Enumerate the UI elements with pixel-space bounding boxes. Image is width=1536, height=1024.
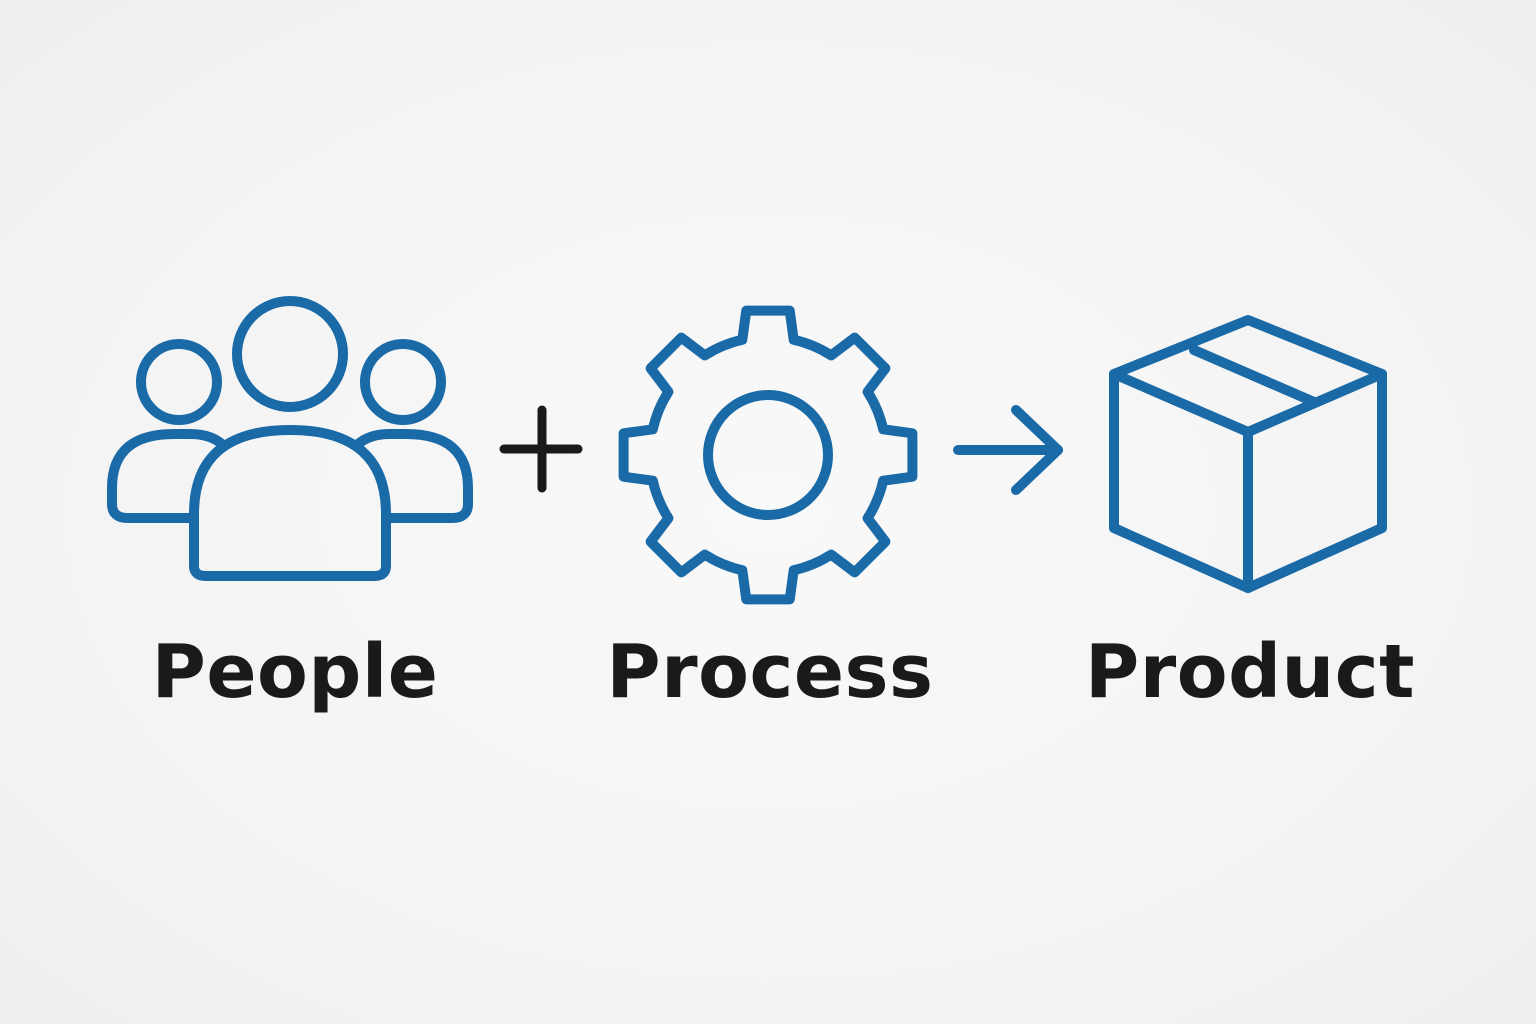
people-label: People <box>151 629 439 715</box>
process-label: Process <box>606 629 934 715</box>
product-label: Product <box>1085 629 1415 715</box>
people-icon <box>104 292 476 584</box>
gear-icon <box>612 300 924 610</box>
plus-icon <box>496 400 588 496</box>
box-icon <box>1104 310 1394 596</box>
arrow-right-icon <box>950 400 1068 500</box>
